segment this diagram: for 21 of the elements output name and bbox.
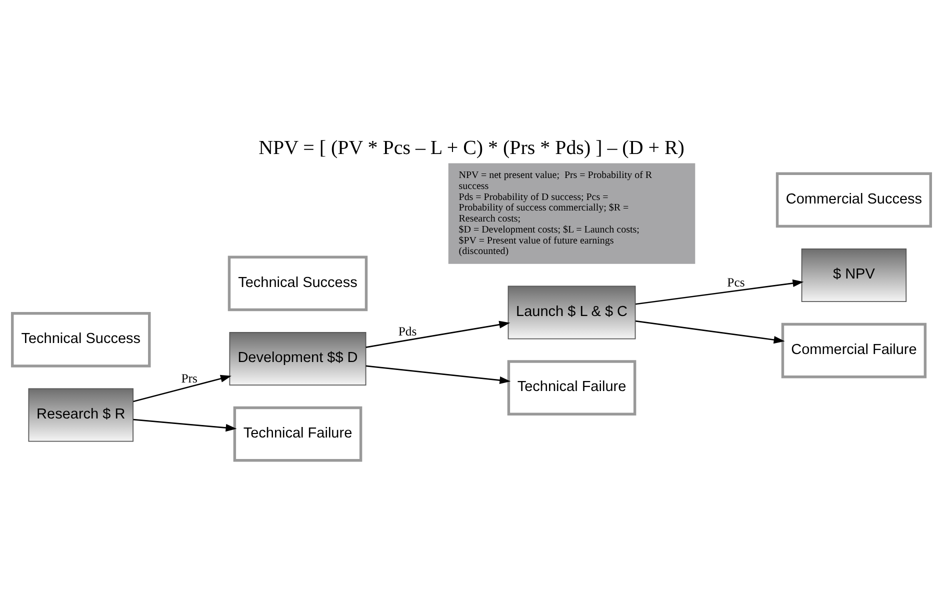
node-box: Launch $ L & $ C	[508, 285, 636, 339]
edge-label: Pcs	[727, 274, 745, 289]
node-box: Technical Success	[228, 255, 368, 311]
node-box: NPV = net present value; Prs = Probability of R success Pds = Probability of D success; Pcs = Probability of success commercially; $R = Research costs; $D = Development costs; $L = Launch costs; $PV = Present value of future earnings (discounted)	[448, 162, 696, 264]
node-box: Commercial Failure	[781, 322, 927, 378]
arrow	[366, 364, 511, 384]
node-box: $ NPV	[801, 248, 907, 302]
edge-label: Prs	[181, 371, 198, 386]
arrow	[636, 320, 785, 344]
arrow	[636, 278, 804, 304]
node-box: Development $$ D	[229, 331, 366, 386]
edge-label: Pds	[398, 324, 417, 338]
arrow	[133, 418, 237, 432]
node-box: Commercial Success	[776, 172, 932, 228]
diagram-title: NPV = [ (PV * Pcs – L + C) * (Prs * Pds) ] – (D + R)	[258, 136, 684, 159]
arrow	[366, 320, 510, 348]
node-box: Research $ R	[28, 388, 134, 442]
node-box: Technical Failure	[507, 360, 636, 415]
node-box: Technical Success	[11, 312, 151, 367]
node-box: Technical Failure	[233, 406, 362, 462]
arrow	[133, 374, 232, 402]
